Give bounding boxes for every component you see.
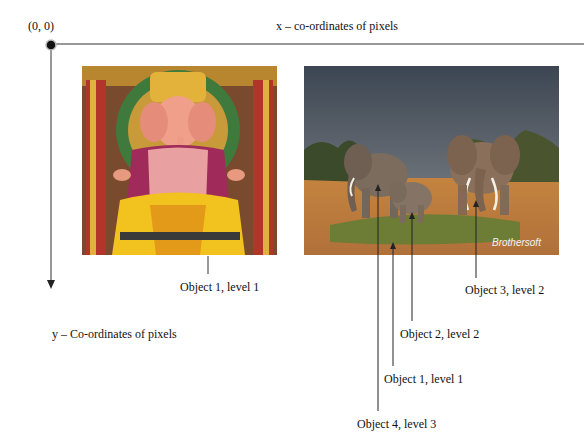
object-label: Object 2, level 2 bbox=[400, 327, 479, 341]
elephant-photo bbox=[304, 66, 559, 255]
origin-label: (0, 0) bbox=[28, 19, 54, 33]
object-label: Object 3, level 2 bbox=[465, 283, 544, 297]
object-label: Object 1, level 1 bbox=[384, 372, 463, 386]
axis-label: y – Co-ordinates of pixels bbox=[52, 327, 177, 341]
arrow-head bbox=[47, 280, 55, 289]
object-label: Object 1, level 1 bbox=[180, 280, 259, 294]
leader-lines bbox=[375, 184, 479, 411]
axis-label: x – co-ordinates of pixels bbox=[276, 19, 398, 33]
origin-dot bbox=[46, 40, 56, 50]
watermark: Brothersoft bbox=[492, 236, 541, 250]
x-axis bbox=[51, 44, 584, 45]
leader-line bbox=[208, 256, 209, 274]
object-label: Object 4, level 3 bbox=[357, 417, 436, 431]
y-axis bbox=[51, 44, 52, 284]
deity-photo bbox=[82, 66, 277, 255]
